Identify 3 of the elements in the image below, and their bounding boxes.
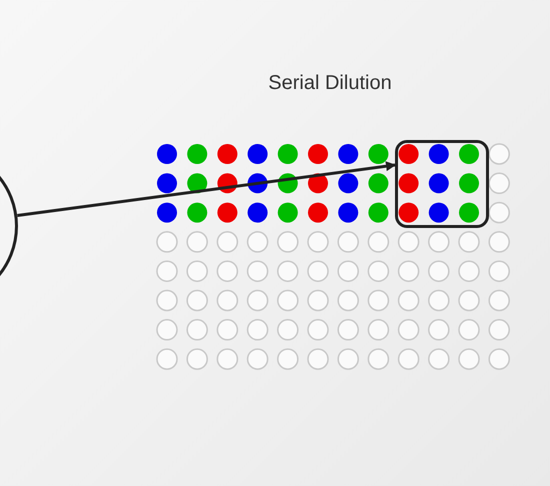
diagram-title: Serial Dilution [267, 72, 393, 95]
arrow [17, 161, 396, 218]
highlight-box [395, 140, 489, 228]
